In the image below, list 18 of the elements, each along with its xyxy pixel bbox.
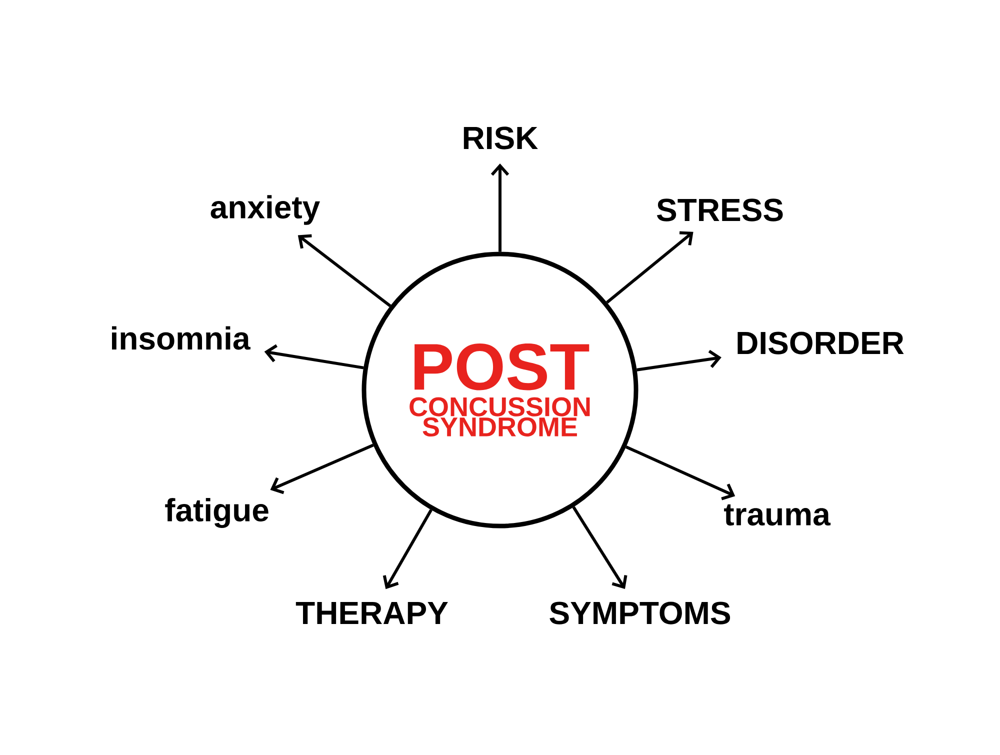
arrow (606, 231, 694, 304)
arrow (490, 164, 510, 252)
arrow (264, 344, 364, 370)
arrow (625, 446, 736, 500)
word-label: fatigue (165, 498, 268, 528)
word-label: THERAPY (296, 602, 448, 624)
word-label: anxiety (210, 195, 320, 225)
arrow (572, 506, 628, 590)
arrow (636, 350, 722, 372)
arrow (382, 509, 432, 590)
word-label: SYMPTOMS (550, 602, 730, 624)
word-label: trauma (724, 504, 831, 526)
word-label: STRESS (656, 198, 783, 222)
arrow (270, 444, 374, 494)
word-label: DISORDER (738, 332, 904, 354)
word-label: insomnia (112, 326, 250, 350)
arrow (298, 234, 392, 308)
word-label: RISK (464, 126, 538, 150)
